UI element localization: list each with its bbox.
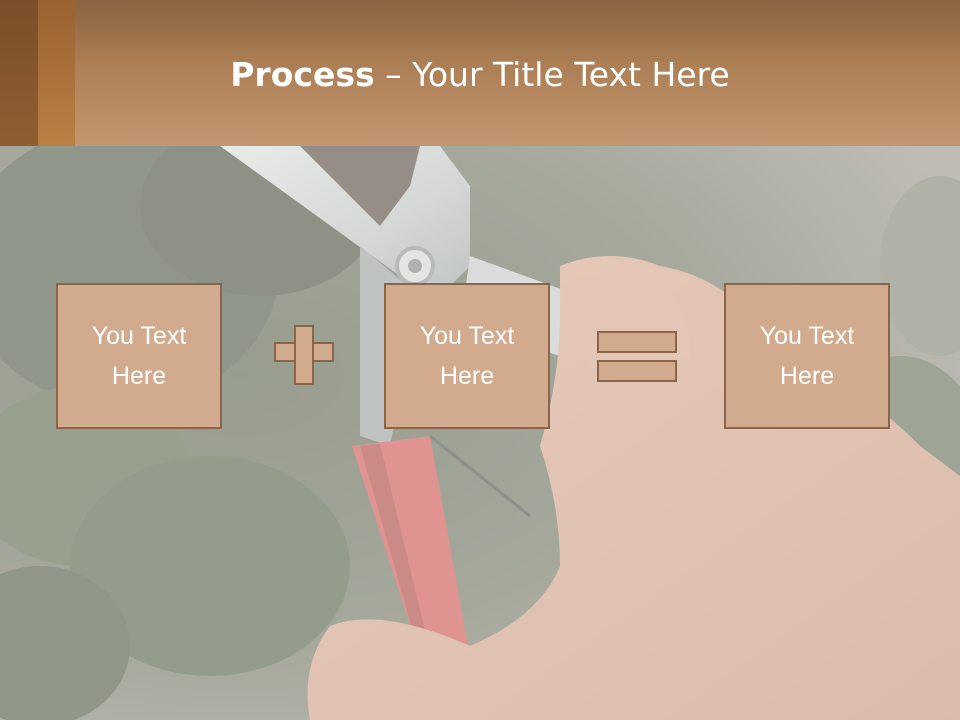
process-box-3-text: You Text Here xyxy=(759,322,855,390)
process-box-3[interactable]: You Text Here xyxy=(724,283,890,429)
process-box-2-text: You Text Here xyxy=(419,322,515,390)
slide-title[interactable]: Process – Your Title Text Here xyxy=(75,50,885,100)
equals-icon-bottom-bar xyxy=(597,360,677,382)
equals-icon-top-bar xyxy=(597,331,677,353)
photo-overlay xyxy=(0,146,960,720)
process-box-1-text: You Text Here xyxy=(91,322,187,390)
header-accent-light xyxy=(38,0,75,146)
title-band: Process – Your Title Text Here xyxy=(0,0,960,146)
process-box-2[interactable]: You Text Here xyxy=(384,283,550,429)
background-photo xyxy=(0,146,960,720)
plus-icon-center xyxy=(296,344,312,360)
header-accent-dark xyxy=(0,0,38,146)
title-bold: Process xyxy=(230,55,375,94)
process-box-1[interactable]: You Text Here xyxy=(56,283,222,429)
title-rest: – Your Title Text Here xyxy=(374,55,730,94)
